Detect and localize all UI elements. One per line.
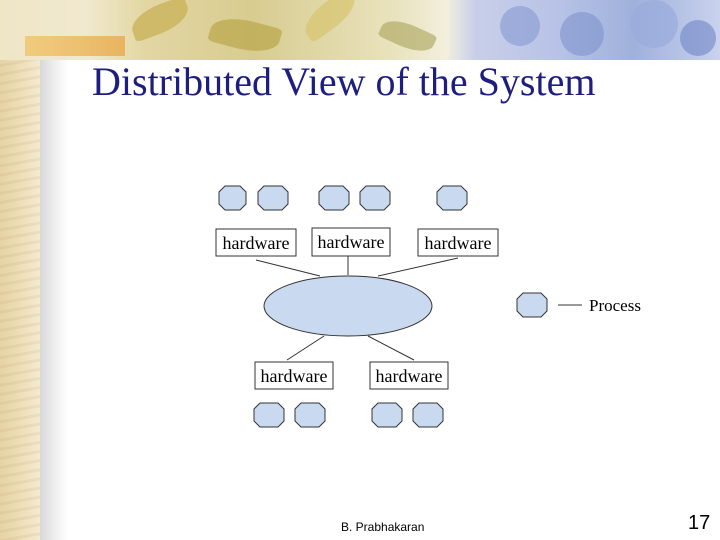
- footer-author: B. Prabhakaran: [341, 520, 425, 534]
- process-node: [257, 185, 289, 211]
- hardware-box: [215, 228, 297, 257]
- decorative-banner: [0, 0, 720, 60]
- hardware-box: [311, 227, 391, 257]
- banner-accent-stripe: [25, 36, 125, 56]
- connector-line: [286, 335, 325, 361]
- flower-decoration: [500, 6, 540, 46]
- process-node: [371, 402, 403, 428]
- hardware-label: hardware: [223, 233, 290, 253]
- hardware-labels: hardware hardware hardware hardware hard…: [223, 232, 492, 386]
- process-node: [359, 185, 391, 211]
- hardware-label: hardware: [425, 233, 492, 253]
- process-node: [436, 185, 468, 211]
- flower-decoration: [630, 0, 678, 48]
- process-node: [412, 402, 444, 428]
- legend-process-label: Process: [589, 296, 641, 315]
- process-node: [294, 402, 326, 428]
- hardware-label: hardware: [261, 366, 328, 386]
- connector-line: [367, 335, 415, 361]
- hardware-box: [369, 361, 449, 390]
- network-ellipse: [263, 275, 433, 337]
- process-nodes: [218, 185, 548, 428]
- hardware-box: [417, 228, 499, 257]
- flower-decoration: [560, 12, 604, 56]
- hardware-label: hardware: [318, 232, 385, 252]
- process-node: [318, 185, 350, 211]
- hardware-label: hardware: [376, 366, 443, 386]
- slide-title: Distributed View of the System: [92, 59, 596, 104]
- flower-decoration: [680, 20, 716, 56]
- page-number: 17: [688, 512, 711, 534]
- left-shadow: [40, 60, 68, 540]
- parchment-border: [0, 0, 40, 540]
- connector-line: [255, 259, 321, 277]
- hardware-boxes: [215, 227, 499, 390]
- connector-lines: [255, 256, 582, 361]
- process-node: [218, 185, 247, 211]
- legend-process-node: [516, 292, 548, 318]
- process-node: [253, 402, 285, 428]
- connector-line: [377, 257, 459, 277]
- hardware-box: [254, 361, 334, 390]
